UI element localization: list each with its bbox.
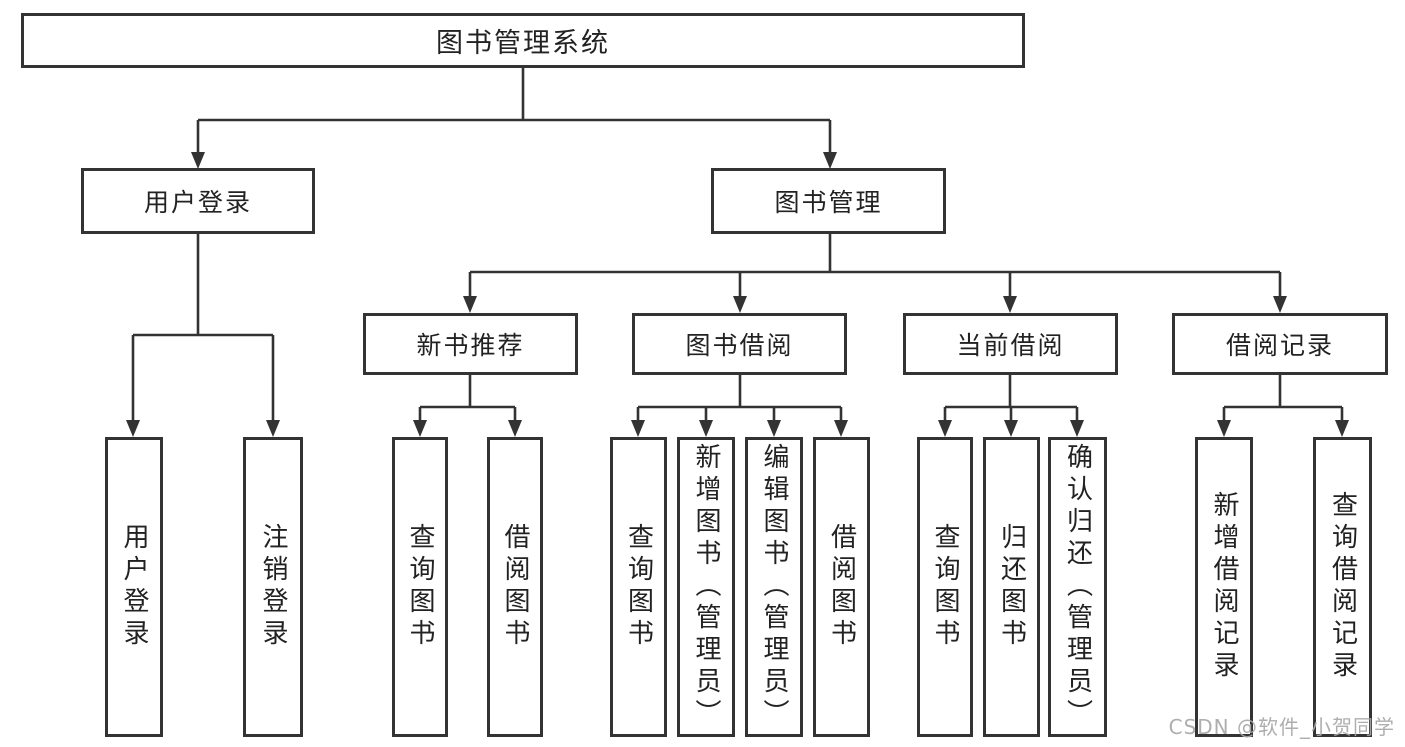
arrowhead-icon xyxy=(823,152,837,169)
node-label: 归还图书 xyxy=(996,523,1027,651)
leaf-user-login: 用户登录 xyxy=(105,437,163,737)
arrowhead-icon xyxy=(191,152,205,169)
node-borrowing-records: 借阅记录 xyxy=(1172,313,1388,375)
arrowhead-icon xyxy=(266,420,280,437)
node-root-library-system: 图书管理系统 xyxy=(21,13,1025,68)
arrowhead-icon xyxy=(126,420,140,437)
arrowhead-icon xyxy=(1003,296,1017,313)
arrowhead-icon xyxy=(631,420,645,437)
node-label: 新增图书（管理员） xyxy=(691,443,721,731)
leaf-query-books-recommend: 查询图书 xyxy=(392,437,448,737)
node-label: 查询图书 xyxy=(930,523,960,651)
leaf-return-book: 归还图书 xyxy=(983,437,1040,737)
leaf-add-borrow-record: 新增借阅记录 xyxy=(1195,437,1253,737)
arrowhead-icon xyxy=(508,420,522,437)
node-book-borrowing: 图书借阅 xyxy=(632,313,847,375)
node-label: 查询图书 xyxy=(405,523,435,651)
node-new-book-recommend: 新书推荐 xyxy=(363,313,578,375)
node-label: 确认归还（管理员） xyxy=(1062,443,1093,731)
arrowhead-icon xyxy=(413,420,427,437)
arrowheads xyxy=(126,152,1349,437)
node-label: 注销登录 xyxy=(258,523,288,651)
arrowhead-icon xyxy=(1070,420,1084,437)
arrowhead-icon xyxy=(699,420,713,437)
leaf-add-book-admin: 新增图书（管理员） xyxy=(677,437,735,737)
node-user-login: 用户登录 xyxy=(81,168,315,234)
node-label: 图书管理 xyxy=(774,188,883,217)
node-label: 编辑图书（管理员） xyxy=(759,443,789,731)
node-book-management: 图书管理 xyxy=(711,168,946,234)
leaf-borrow-books-borrowing: 借阅图书 xyxy=(813,437,870,737)
leaf-query-books-current: 查询图书 xyxy=(917,437,973,737)
arrowhead-icon xyxy=(938,420,952,437)
leaf-query-borrow-record: 查询借阅记录 xyxy=(1313,437,1372,737)
node-label: 查询图书 xyxy=(623,523,654,651)
arrowhead-icon xyxy=(1004,420,1018,437)
arrowhead-icon xyxy=(1273,296,1287,313)
arrowhead-icon xyxy=(733,296,747,313)
arrowhead-icon xyxy=(767,420,781,437)
arrowhead-icon xyxy=(1217,420,1231,437)
node-label: 用户登录 xyxy=(143,188,252,217)
leaf-logout: 注销登录 xyxy=(243,437,303,737)
node-label: 图书借阅 xyxy=(685,331,794,360)
node-label: 借阅记录 xyxy=(1225,331,1334,360)
node-label: 新增借阅记录 xyxy=(1209,491,1239,683)
leaf-edit-book-admin: 编辑图书（管理员） xyxy=(745,437,803,737)
node-current-borrowing: 当前借阅 xyxy=(903,313,1118,375)
leaf-query-books-borrowing: 查询图书 xyxy=(610,437,667,737)
csdn-watermark: CSDN @软件_小贺同学 xyxy=(1168,715,1395,739)
node-label: 当前借阅 xyxy=(956,331,1065,360)
leaf-borrow-books-recommend: 借阅图书 xyxy=(487,437,543,737)
node-label: 借阅图书 xyxy=(826,523,857,651)
arrowhead-icon xyxy=(834,420,848,437)
node-label: 图书管理系统 xyxy=(436,28,610,59)
node-label: 新书推荐 xyxy=(416,331,525,360)
leaf-confirm-return-admin: 确认归还（管理员） xyxy=(1048,437,1107,737)
arrowhead-icon xyxy=(1335,420,1349,437)
arrowhead-icon xyxy=(463,296,477,313)
node-label: 借阅图书 xyxy=(500,523,530,651)
node-label: 查询借阅记录 xyxy=(1327,491,1358,683)
node-label: 用户登录 xyxy=(119,523,149,651)
